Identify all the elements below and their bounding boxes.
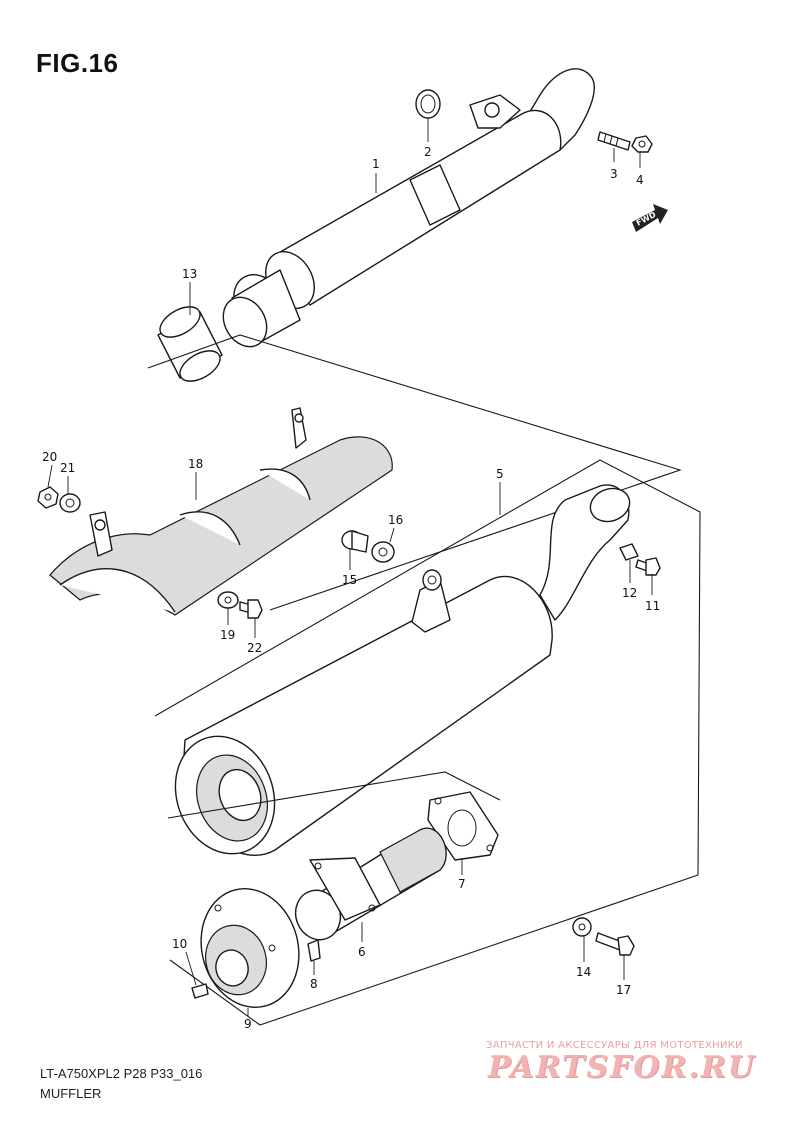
callout-11: 11 — [645, 599, 660, 613]
part-20-nut — [37, 486, 59, 509]
assembly-frame-muffler — [154, 459, 701, 1026]
callout-labels: 1 2 3 4 5 6 7 8 9 10 11 12 13 14 15 16 1… — [42, 145, 660, 1031]
callout-1: 1 — [372, 157, 380, 171]
part-18-heat-shield — [49, 407, 393, 616]
part-2-gasket — [415, 89, 441, 119]
callout-15: 15 — [342, 573, 357, 587]
part-6-inner-pipe — [294, 827, 447, 941]
callout-17: 17 — [616, 983, 631, 997]
callout-21: 21 — [60, 461, 75, 475]
callout-5: 5 — [496, 467, 504, 481]
part-9-end-cap — [200, 888, 300, 1008]
callout-7: 7 — [458, 877, 466, 891]
part-5-muffler-body — [174, 484, 631, 856]
assembly-frame-tailpipe — [167, 771, 501, 819]
part-10-screw — [191, 983, 209, 999]
callout-20: 20 — [42, 450, 57, 464]
part-11-bolt — [635, 557, 661, 576]
part-7-gasket — [427, 791, 499, 861]
callout-6: 6 — [358, 945, 366, 959]
forward-direction-arrow: FWD — [632, 204, 668, 232]
callout-16: 16 — [388, 513, 403, 527]
part-14-washer — [572, 917, 592, 937]
callout-9: 9 — [244, 1017, 252, 1031]
callout-13: 13 — [182, 267, 197, 281]
part-17-bolt — [595, 932, 635, 956]
diagram-section-name: MUFFLER — [40, 1086, 102, 1101]
callout-8: 8 — [310, 977, 318, 991]
callout-22: 22 — [247, 641, 262, 655]
diagram-model-code: LT-A750XPL2 P28 P33_016 — [40, 1066, 203, 1081]
callout-10: 10 — [172, 937, 187, 951]
part-15-collar — [341, 530, 369, 553]
callout-19: 19 — [220, 628, 235, 642]
assembly-frame-upper — [147, 334, 682, 611]
callout-2: 2 — [424, 145, 432, 159]
part-21-grommet — [59, 493, 81, 513]
figure-title: FIG.16 — [36, 48, 119, 78]
part-19-washer — [217, 591, 239, 609]
callout-12: 12 — [622, 586, 637, 600]
part-16-grommet — [371, 541, 395, 563]
part-13-pipe-sleeve — [157, 306, 223, 382]
callout-4: 4 — [636, 173, 644, 187]
callout-14: 14 — [576, 965, 591, 979]
callout-18: 18 — [188, 457, 203, 471]
watermark-tagline: ЗАПЧАСТИ И АКСЕССУАРЫ ДЛЯ МОТОТЕХНИКИ — [486, 1040, 743, 1051]
part-1-exhaust-pipe — [222, 68, 595, 348]
part-3-stud-bolt — [597, 131, 631, 151]
watermark-logo: PARTSFOR.RU — [488, 1050, 756, 1085]
leader-lines — [47, 118, 653, 1016]
part-4-nut — [631, 135, 653, 153]
callout-3: 3 — [610, 167, 618, 181]
part-22-bolt — [239, 599, 263, 619]
part-12-collar — [619, 543, 639, 561]
part-8-screw — [307, 939, 321, 962]
